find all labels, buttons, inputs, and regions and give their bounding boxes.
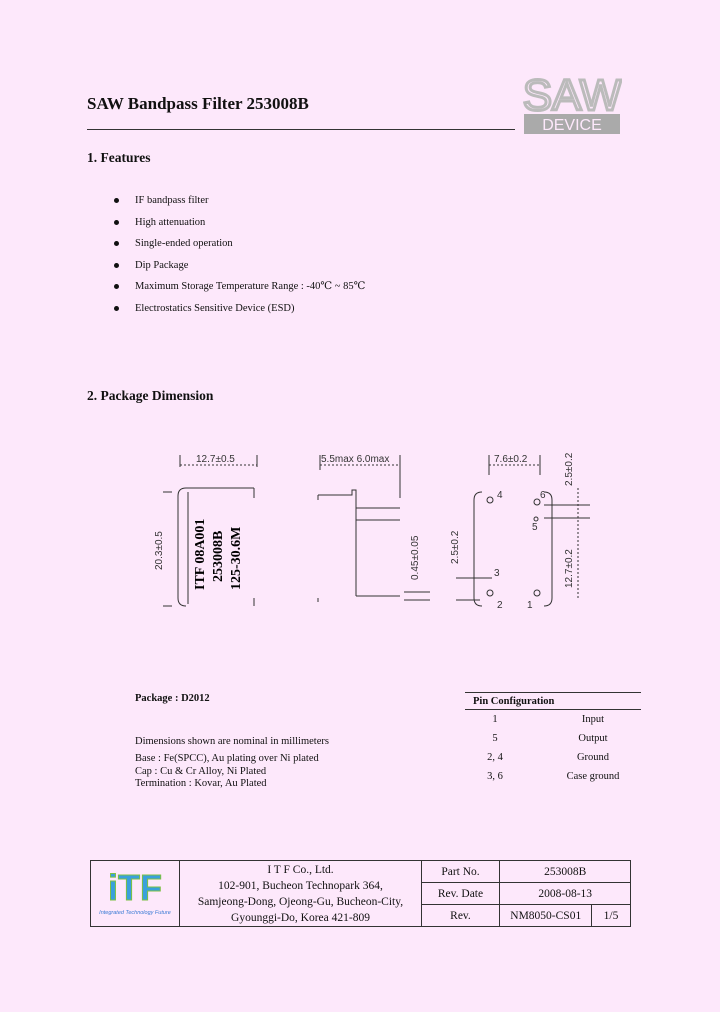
- pin-function: Ground: [576, 752, 610, 763]
- table-row: 2, 4 Ground: [465, 748, 641, 767]
- feature-item: Maximum Storage Temperature Range : -40℃…: [114, 276, 365, 298]
- feature-item: Dip Package: [114, 255, 365, 277]
- pin-4-label: 4: [497, 490, 503, 501]
- bottom-view-outline: [473, 491, 553, 607]
- feature-item: IF bandpass filter: [114, 190, 365, 212]
- logo-saw-text: SAW: [523, 74, 622, 120]
- pin-6-pad: [533, 516, 539, 522]
- pin-number: 3, 6: [487, 771, 503, 782]
- address-line: Samjeong-Dong, Ojeong-Gu, Bucheon-City,: [197, 895, 404, 908]
- top-height-label: 20.3±0.5: [154, 531, 165, 570]
- title-block: iTF Integrated Technology Future I T F C…: [89, 860, 631, 927]
- feature-item: High attenuation: [114, 212, 365, 234]
- material-notes: Base : Fe(SPCC), Au plating over Ni plat…: [135, 753, 319, 791]
- page-number: 1/5: [591, 904, 631, 927]
- marking-line-1: ITF 08A001: [193, 519, 208, 590]
- pin-3-label: 3: [494, 568, 500, 579]
- pin-config-heading: Pin Configuration: [465, 692, 641, 710]
- pin-4-pad: [486, 496, 494, 504]
- table-row: 1 Input: [465, 710, 641, 729]
- package-dimension-heading: 2. Package Dimension: [87, 388, 214, 403]
- rev-date-label: Rev. Date: [420, 882, 501, 905]
- bottom-spacing-right-label: 12.7±0.2: [564, 549, 575, 588]
- pin-number: 5: [492, 733, 498, 744]
- pin-5-pad: [533, 498, 541, 506]
- pin-2-label: 2: [497, 600, 503, 611]
- features-list: IF bandpass filter High attenuation Sing…: [114, 190, 365, 320]
- package-type: Package : D2012: [135, 693, 210, 704]
- pin-function: Output: [578, 733, 608, 744]
- rev-value: NM8050-CS01: [499, 904, 593, 927]
- bottom-spacing-top-label: 7.6±0.2: [494, 454, 528, 465]
- page-title: SAW Bandpass Filter 253008B: [87, 94, 309, 113]
- pin-number: 2, 4: [487, 752, 503, 763]
- note-cap: Cap : Cu & Cr Alloy, Ni Plated: [135, 765, 267, 777]
- table-row: 5 Output: [465, 729, 641, 748]
- table-row: 3, 6 Case ground: [465, 767, 641, 786]
- rev-date-value: 2008-08-13: [499, 882, 631, 905]
- package-dimension-drawing: 12.7±0.5 20.3±0.5 ITF 08A001 253008B 125…: [154, 452, 590, 611]
- itf-logo-tagline: Integrated Technology Future: [99, 910, 171, 916]
- features-heading: 1. Features: [87, 150, 151, 165]
- bottom-spacing-right-top-label: 2.5±0.2: [564, 452, 575, 486]
- bottom-spacing-left-label: 2.5±0.2: [450, 530, 461, 564]
- saw-device-logo: SAW DEVICE: [522, 74, 622, 134]
- side-view-outline: [317, 489, 357, 602]
- part-no-label: Part No.: [420, 860, 501, 883]
- itf-logo: iTF Integrated Technology Future: [99, 867, 171, 917]
- itf-logo-text: iTF: [108, 867, 162, 908]
- part-no-value: 253008B: [499, 860, 631, 883]
- pin-function: Case ground: [566, 771, 620, 782]
- lead-diameter-label: 0.45±0.05: [410, 535, 421, 580]
- feature-item: Electrostatics Sensitive Device (ESD): [114, 298, 365, 320]
- title-divider: [87, 129, 515, 130]
- top-width-label: 12.7±0.5: [196, 454, 235, 465]
- company-name: I T F Co., Ltd.: [267, 863, 334, 876]
- note-dimensions: Dimensions shown are nominal in millimet…: [135, 736, 329, 747]
- pin-2-pad: [486, 589, 494, 597]
- address-line: Gyounggi-Do, Korea 421-809: [231, 911, 370, 924]
- pin-1-label: 1: [527, 600, 533, 611]
- pin-number: 1: [492, 714, 498, 725]
- pin-1-pad: [533, 589, 541, 597]
- top-view-outline: [177, 487, 255, 607]
- logo-device-text: DEVICE: [542, 117, 602, 134]
- address-line: 102-901, Bucheon Technopark 364,: [218, 879, 383, 892]
- side-height-label: 5.5max 6.0max: [321, 454, 389, 465]
- itf-logo-cell: iTF Integrated Technology Future: [89, 860, 181, 927]
- note-termination: Termination : Kovar, Au Plated: [135, 778, 267, 789]
- rev-label: Rev.: [420, 904, 501, 927]
- pin-function: Input: [581, 714, 605, 725]
- logo-band: [524, 114, 620, 134]
- marking-line-2: 253008B: [211, 531, 226, 582]
- pin-5-label: 5: [532, 522, 538, 533]
- company-address-cell: I T F Co., Ltd. 102-901, Bucheon Technop…: [179, 860, 422, 927]
- note-base: Base : Fe(SPCC), Au plating over Ni plat…: [135, 753, 319, 764]
- feature-item: Single-ended operation: [114, 233, 365, 255]
- pin-configuration-table: Pin Configuration 1 Input 5 Output 2, 4 Gro…: [465, 692, 641, 786]
- marking-line-3: 125-30.6M: [229, 527, 244, 590]
- pin-6-label: 6: [540, 490, 546, 501]
